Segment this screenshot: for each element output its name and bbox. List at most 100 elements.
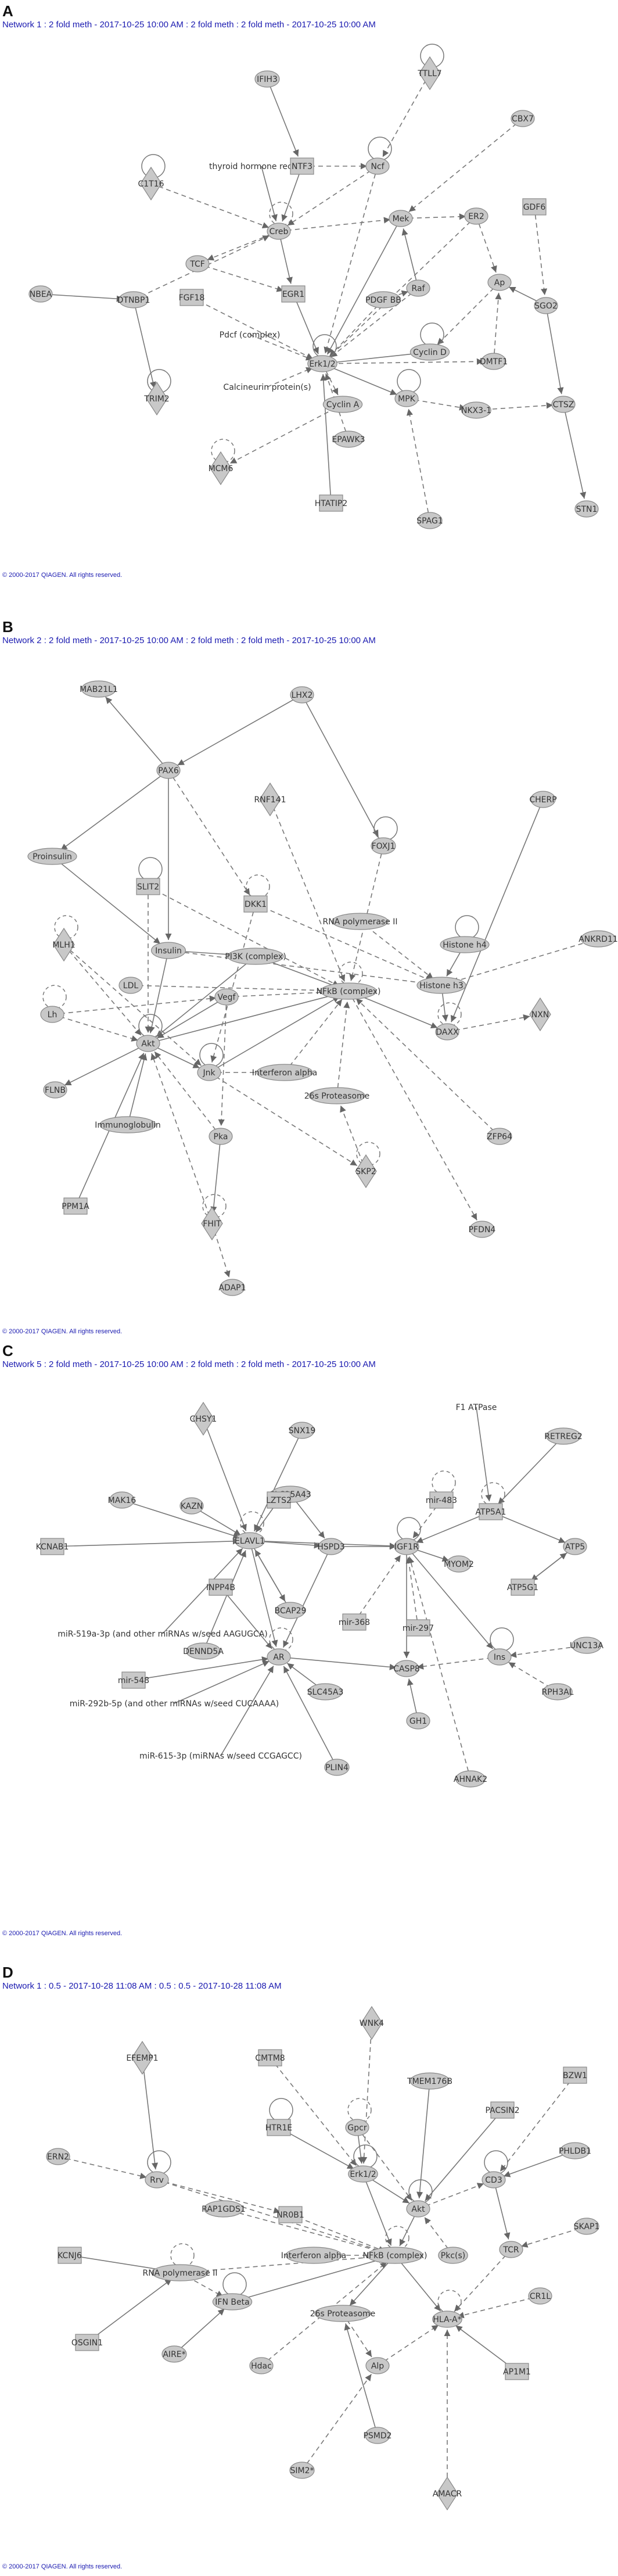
node-label: ATP5 [565, 1542, 585, 1552]
node-label: Vegf [218, 993, 236, 1002]
node-label: INPP4B [206, 1583, 235, 1592]
network-node-mek: Mek [389, 210, 413, 227]
node-label: GH1 [409, 1717, 427, 1726]
network-node-ahnak2: AHNAK2 [454, 1770, 487, 1788]
node-diamond [146, 381, 168, 416]
node-ellipse [551, 396, 576, 413]
node-label: TMEM176B [407, 2077, 452, 2086]
node-label: BCAP29 [275, 1606, 307, 1616]
node-ellipse [435, 1023, 459, 1041]
node-ellipse [464, 207, 488, 225]
network-edge [209, 1072, 358, 1167]
network-node-akt: Akt [406, 2200, 430, 2218]
network-edge [105, 697, 169, 771]
node-label: ZFP64 [487, 1132, 512, 1142]
node-label: Erk1/2 [350, 2170, 376, 2179]
node-label: MAB21L1 [80, 685, 118, 694]
node-label: 26s Proteasome [304, 1092, 370, 1101]
self-loop-edge [269, 2098, 293, 2122]
network-edge [87, 2279, 173, 2343]
network-node-flnb: FLNB [43, 1081, 67, 1099]
network-node-slc45a3: SLC45A3 [307, 1683, 343, 1700]
node-label: PPM1A [62, 1202, 89, 1211]
node-label: PFDN4 [469, 1225, 496, 1235]
node-label: FGF18 [179, 293, 205, 303]
network-node-sgo2: SGO2 [534, 297, 558, 314]
network-node-vegf: Vegf [214, 988, 239, 1006]
network-edge [162, 1548, 243, 1634]
node-rect [209, 1578, 233, 1596]
node-label: Pdcf (complex) [220, 331, 281, 340]
self-loop-edge [437, 2290, 462, 2314]
node-ellipse [308, 1087, 365, 1104]
node-label: Erk1/2 [309, 360, 335, 369]
node-label: PI3K (complex) [225, 952, 286, 961]
network-edge [408, 1556, 471, 1779]
network-node-mir615: miR-615-3p (miRNAs w/seed CCGAGCC) [139, 1752, 302, 1761]
network-edge [394, 2255, 441, 2312]
node-ellipse [511, 110, 535, 127]
node-ellipse [214, 988, 239, 1006]
node-label: NFkB (complex) [317, 987, 381, 996]
network-node-ifnbeta: IFN Beta [212, 2293, 253, 2310]
node-rect [319, 494, 343, 512]
network-edge [156, 956, 256, 1038]
network-edge [490, 1511, 566, 1544]
panel-b: B Network 2 : 2 fold meth - 2017-10-25 1… [0, 618, 618, 1339]
node-rect [563, 2066, 587, 2084]
network-edge [210, 1136, 221, 1214]
network-node-ifna: Interferon alpha [252, 1064, 317, 1081]
network-edge [451, 938, 599, 984]
node-ellipse [209, 1128, 233, 1145]
network-node-nfkb: NFkB (complex) [317, 982, 381, 1000]
network-node-pdcf: Pdcf (complex) [220, 331, 281, 340]
node-ellipse [348, 2165, 378, 2183]
node-ellipse [156, 762, 181, 779]
network-node-ar: AR [267, 1648, 291, 1666]
network-node-htr1e: HTR1E [265, 2119, 292, 2136]
node-label: PHLDB1 [559, 2147, 591, 2156]
network-title: Network 2 : 2 fold meth - 2017-10-25 10:… [2, 636, 376, 645]
network-edge [362, 2173, 392, 2246]
network-node-mir297: mir-297 [403, 1619, 434, 1637]
node-label: mir-297 [403, 1624, 434, 1633]
network-edge [322, 363, 397, 396]
network-edge [290, 2214, 386, 2252]
network-node-gpcr: Gpcr [345, 2119, 369, 2136]
node-ellipse [43, 1081, 67, 1099]
network-edge [493, 292, 502, 362]
network-node-daxx: DAXX [435, 1023, 459, 1041]
network-node-hlaa: HLA-A* [432, 2310, 462, 2328]
node-ellipse [394, 390, 419, 407]
network-node-nr0b1: NR0B1 [276, 2206, 304, 2223]
network-edge [63, 944, 202, 1066]
network-node-atp5g1: ATP5G1 [507, 1578, 538, 1596]
network-node-snx19: SNX19 [289, 1422, 315, 1439]
network-edge [425, 2109, 503, 2201]
network-edge [121, 1499, 240, 1539]
node-ellipse [267, 223, 291, 240]
node-ellipse [580, 930, 616, 948]
node-label: Jnk [202, 1068, 215, 1078]
network-node-inpp4b: INPP4B [206, 1578, 235, 1596]
network-node-ldl: LDL [118, 977, 143, 994]
network-node-mir519: miR-519a-3p (and other miRNAs w/seed AAG… [58, 1630, 267, 1639]
node-rect [505, 2363, 529, 2380]
network-edge [157, 996, 227, 1039]
network-edge [58, 2156, 147, 2179]
node-ellipse [406, 1712, 430, 1730]
network-node-rph3al: RPH3AL [542, 1683, 574, 1700]
network-edge [326, 218, 401, 355]
self-loop-edge [170, 2243, 195, 2268]
node-ellipse [528, 2287, 552, 2305]
node-label: CR1L [530, 2292, 551, 2301]
network-node-erk12: Erk1/2 [348, 2165, 378, 2183]
network-node-aire: AIRE* [161, 2345, 187, 2363]
node-label: mir-483 [426, 1496, 457, 1505]
network-edge [52, 995, 217, 1015]
network-node-egr1: EGR1 [281, 285, 306, 303]
network-edge [418, 2183, 484, 2209]
network-edge [416, 1656, 500, 1670]
